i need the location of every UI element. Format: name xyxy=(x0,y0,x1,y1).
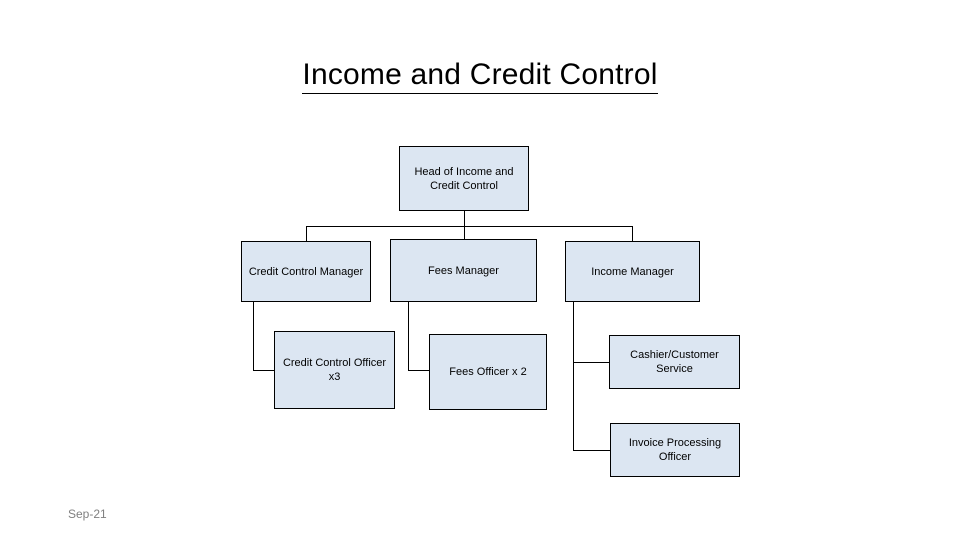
connector-bus-to-ccm xyxy=(306,226,307,241)
node-label: Head of Income and Credit Control xyxy=(414,165,514,192)
node-head-of-income-and-credit-control[interactable]: Head of Income and Credit Control xyxy=(399,146,529,211)
connector-bus-to-fm xyxy=(464,226,465,241)
node-cashier-customer-service[interactable]: Cashier/Customer Service xyxy=(609,335,740,389)
connector-fm-to-fo xyxy=(408,370,429,371)
node-label: Fees Officer x 2 xyxy=(449,366,527,378)
node-fees-manager[interactable]: Fees Manager xyxy=(390,239,537,302)
page-title-text: Income and Credit Control xyxy=(302,58,658,94)
connector-im-to-ccs xyxy=(573,362,609,363)
node-fees-officer[interactable]: Fees Officer x 2 xyxy=(429,334,547,410)
node-label: Credit Control Officer x3 xyxy=(282,357,387,383)
connector-im-to-ipo xyxy=(573,450,610,451)
connector-bus-horizontal xyxy=(306,226,632,227)
node-credit-control-officer[interactable]: Credit Control Officer x3 xyxy=(274,331,395,409)
connector-head-down xyxy=(464,211,465,226)
connector-im-down xyxy=(573,302,574,450)
connector-fm-down xyxy=(408,302,409,370)
connector-ccm-to-cco xyxy=(253,370,274,371)
node-income-manager[interactable]: Income Manager xyxy=(565,241,700,302)
connector-ccm-down xyxy=(253,302,254,370)
node-label: Fees Manager xyxy=(428,264,499,277)
node-label: Credit Control Manager xyxy=(248,265,364,278)
footer-date: Sep-21 xyxy=(68,507,107,521)
page-title: Income and Credit Control xyxy=(0,58,960,94)
node-label: Income Manager xyxy=(591,265,674,278)
connector-bus-to-im xyxy=(632,226,633,241)
node-invoice-processing-officer[interactable]: Invoice Processing Officer xyxy=(610,423,740,477)
node-label: Cashier/Customer Service xyxy=(630,349,719,375)
node-credit-control-manager[interactable]: Credit Control Manager xyxy=(241,241,371,302)
node-label: Invoice Processing Officer xyxy=(628,437,722,463)
